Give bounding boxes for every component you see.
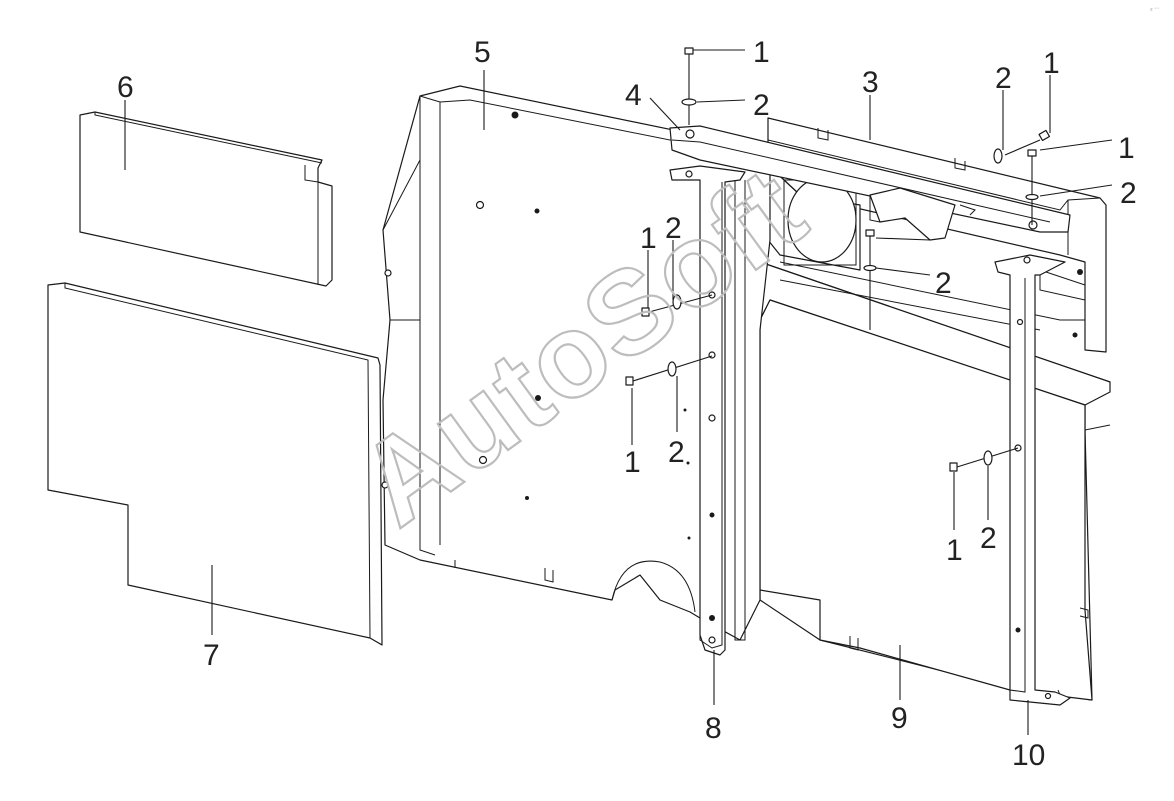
callout-10: 10 xyxy=(1012,739,1045,772)
callout-6: 6 xyxy=(117,71,134,104)
corner-mark: ₂ ·· xyxy=(1150,5,1159,12)
part-4-bracket xyxy=(669,125,1071,241)
callout-1-left-upper: 1 xyxy=(640,222,657,255)
callout-7: 7 xyxy=(203,639,220,672)
callout-1-right-top: 1 xyxy=(1043,47,1060,80)
part-7-insulation-pad xyxy=(47,282,383,646)
part-9-rear-panel xyxy=(759,261,1111,701)
part-5-main-panel xyxy=(381,85,771,641)
callout-2-right-top: 2 xyxy=(995,62,1012,95)
callout-4: 4 xyxy=(625,79,642,112)
callout-2-left-lower: 2 xyxy=(668,436,685,469)
round-opening xyxy=(767,164,1085,331)
callout-labels: 1 2 3 4 5 6 7 8 9 10 2 1 1 2 2 1 2 1 2 1… xyxy=(117,36,1137,772)
callout-2-right: 2 xyxy=(1120,177,1137,210)
callout-1-right-lower: 1 xyxy=(946,534,963,567)
callout-9: 9 xyxy=(891,702,908,735)
part-8-vertical-post xyxy=(669,165,746,656)
callout-1-top: 1 xyxy=(753,36,770,69)
callout-1-right: 1 xyxy=(1118,132,1135,165)
callout-5: 5 xyxy=(474,36,491,69)
callout-2-middle: 2 xyxy=(935,267,952,300)
callout-2-right-lower: 2 xyxy=(980,522,997,555)
callout-2-top: 2 xyxy=(753,89,770,122)
callout-2-left-upper: 2 xyxy=(665,212,682,245)
callout-1-left-lower: 1 xyxy=(624,446,641,479)
part-6-insulation-pad xyxy=(79,111,333,287)
callout-8: 8 xyxy=(705,712,722,745)
fastener-bolts xyxy=(625,47,1051,472)
callout-3: 3 xyxy=(862,66,879,99)
callout-leaders xyxy=(124,49,1113,735)
